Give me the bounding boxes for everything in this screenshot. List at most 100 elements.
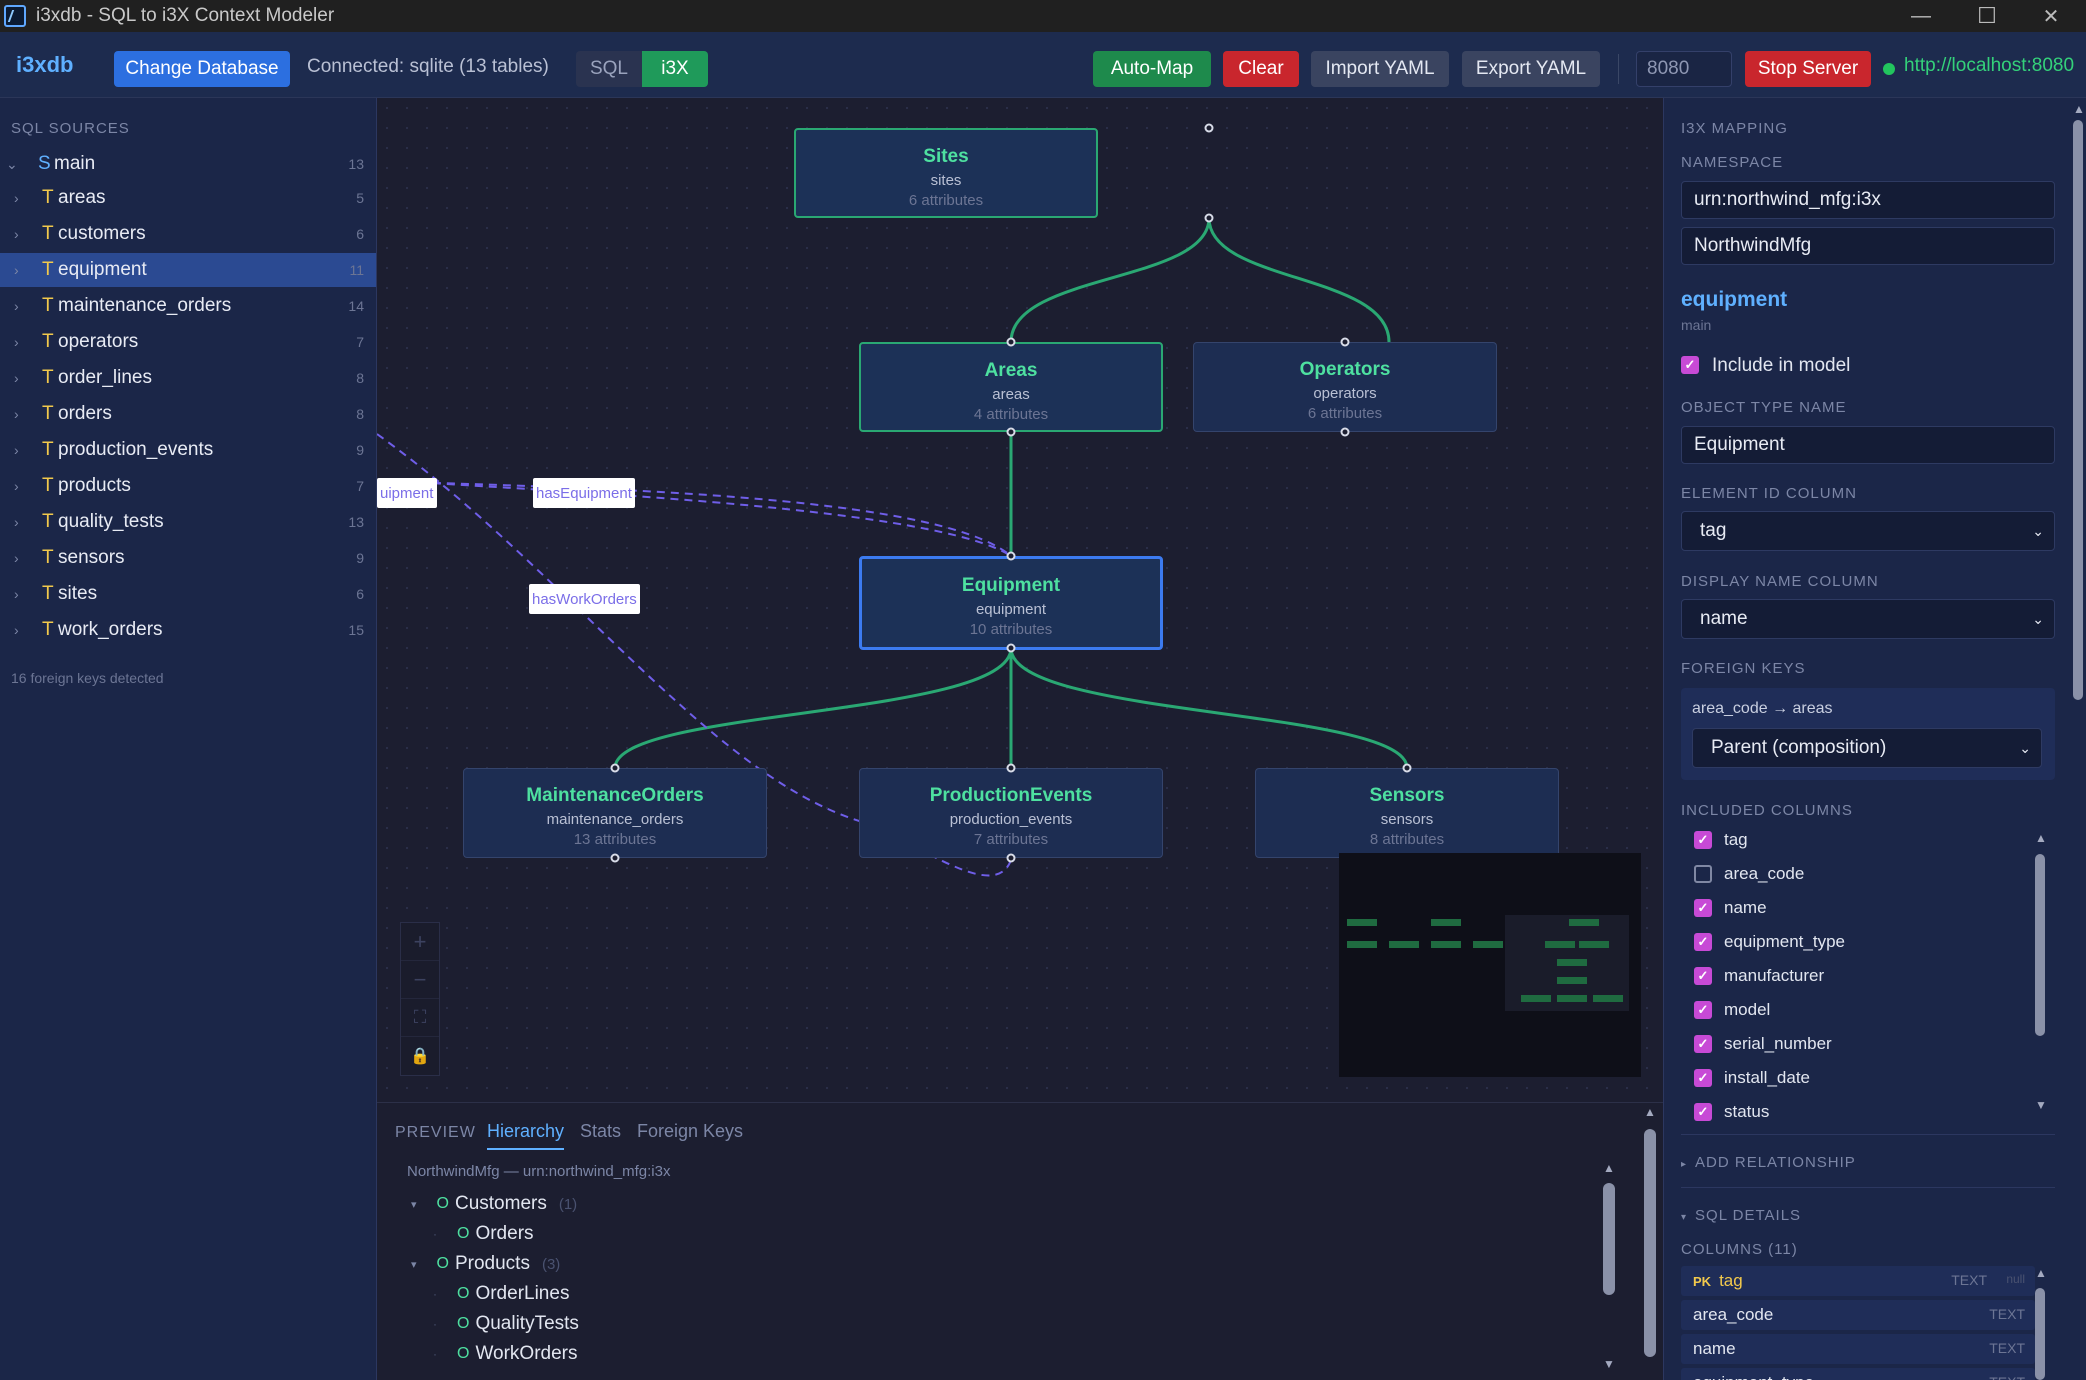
node-handle[interactable] bbox=[1006, 853, 1016, 863]
fit-view-icon[interactable]: ⛶ bbox=[401, 999, 439, 1037]
namespace-name-input[interactable]: NorthwindMfg bbox=[1681, 227, 2055, 265]
object-type-input[interactable]: Equipment bbox=[1681, 426, 2055, 464]
column-checkbox-serial_number[interactable]: ✓ bbox=[1694, 1035, 1712, 1053]
column-row[interactable]: equipment_type TEXT bbox=[1681, 1368, 2035, 1380]
chevron-right-icon[interactable]: › bbox=[14, 478, 19, 494]
edge-label-has-equipment[interactable]: hasEquipment bbox=[533, 478, 635, 508]
chevron-right-icon[interactable]: › bbox=[14, 226, 19, 242]
node-handle[interactable] bbox=[610, 763, 620, 773]
scroll-up-icon[interactable]: ▲ bbox=[2073, 102, 2085, 116]
node-production-events[interactable]: ProductionEvents production_events 7 att… bbox=[859, 768, 1163, 858]
display-name-select[interactable]: name ⌄ bbox=[1681, 599, 2055, 639]
scroll-down-icon[interactable]: ▼ bbox=[2035, 1098, 2047, 1112]
node-handle[interactable] bbox=[1340, 427, 1350, 437]
model-canvas[interactable]: Sites sites 6 attributes Areas areas 4 a… bbox=[377, 98, 1663, 1102]
column-checkbox-status[interactable]: ✓ bbox=[1694, 1103, 1712, 1121]
column-row[interactable]: name TEXT bbox=[1681, 1334, 2035, 1364]
schema-row-main[interactable]: ⌄ S main 13 bbox=[0, 147, 376, 181]
column-row[interactable]: area_code TEXT bbox=[1681, 1300, 2035, 1330]
chevron-right-icon[interactable]: › bbox=[14, 298, 19, 314]
edge-label-has-work-orders[interactable]: hasWorkOrders bbox=[529, 584, 640, 614]
change-database-button[interactable]: Change Database bbox=[114, 51, 290, 87]
node-handle[interactable] bbox=[1006, 551, 1016, 561]
chevron-right-icon[interactable]: › bbox=[14, 334, 19, 350]
chevron-down-icon[interactable]: ⌄ bbox=[6, 155, 18, 172]
clear-button[interactable]: Clear bbox=[1223, 51, 1299, 87]
add-relationship-toggle[interactable]: ▸ADD RELATIONSHIP bbox=[1681, 1154, 1856, 1171]
columns-scrollbar[interactable] bbox=[2035, 1288, 2045, 1380]
node-handle[interactable] bbox=[1006, 427, 1016, 437]
scroll-up-icon[interactable]: ▲ bbox=[2035, 831, 2047, 845]
sql-details-toggle[interactable]: ▾SQL DETAILS bbox=[1681, 1207, 1801, 1224]
chevron-right-icon[interactable]: › bbox=[14, 370, 19, 386]
tree-item-products[interactable]: ▾ O Products (3) bbox=[411, 1253, 560, 1275]
chevron-right-icon[interactable]: › bbox=[14, 586, 19, 602]
node-handle[interactable] bbox=[1204, 123, 1214, 133]
edge-label-has-equipment-clipped[interactable]: uipment bbox=[377, 478, 437, 508]
chevron-right-icon[interactable]: › bbox=[14, 550, 19, 566]
caret-down-icon[interactable]: ▾ bbox=[411, 1198, 417, 1211]
stop-server-button[interactable]: Stop Server bbox=[1745, 51, 1871, 87]
tab-hierarchy[interactable]: Hierarchy bbox=[487, 1121, 565, 1150]
tab-foreign-keys[interactable]: Foreign Keys bbox=[637, 1121, 744, 1141]
node-sites[interactable]: Sites sites 6 attributes bbox=[794, 128, 1098, 218]
mapping-panel-scrollbar[interactable] bbox=[2073, 120, 2083, 700]
auto-map-button[interactable]: Auto-Map bbox=[1093, 51, 1211, 87]
chevron-right-icon[interactable]: › bbox=[14, 262, 19, 278]
port-input[interactable]: 8080 bbox=[1636, 51, 1732, 87]
maximize-button[interactable]: ☐ bbox=[1977, 3, 1997, 28]
import-yaml-button[interactable]: Import YAML bbox=[1311, 51, 1449, 87]
node-areas[interactable]: Areas areas 4 attributes bbox=[859, 342, 1163, 432]
scroll-up-icon[interactable]: ▲ bbox=[2035, 1266, 2047, 1280]
node-handle[interactable] bbox=[1006, 643, 1016, 653]
chevron-right-icon[interactable]: › bbox=[14, 442, 19, 458]
preview-outer-scrollbar[interactable] bbox=[1644, 1129, 1656, 1357]
node-sensors[interactable]: Sensors sensors 8 attributes bbox=[1255, 768, 1559, 858]
mode-sql-tab[interactable]: SQL bbox=[576, 51, 642, 87]
column-checkbox-tag[interactable]: ✓ bbox=[1694, 831, 1712, 849]
chevron-right-icon[interactable]: › bbox=[14, 406, 19, 422]
caret-down-icon[interactable]: ▾ bbox=[411, 1258, 417, 1271]
tree-item-orders[interactable]: · O Orders bbox=[433, 1223, 534, 1245]
tree-item-qualitytests[interactable]: · O QualityTests bbox=[433, 1313, 579, 1335]
node-maintenance-orders[interactable]: MaintenanceOrders maintenance_orders 13 … bbox=[463, 768, 767, 858]
tree-item-workorders[interactable]: · O WorkOrders bbox=[433, 1343, 578, 1365]
column-checkbox-equipment_type[interactable]: ✓ bbox=[1694, 933, 1712, 951]
included-columns-scrollbar[interactable] bbox=[2035, 854, 2045, 1036]
node-handle[interactable] bbox=[1006, 763, 1016, 773]
chevron-right-icon[interactable]: › bbox=[14, 190, 19, 206]
minimap[interactable] bbox=[1339, 853, 1641, 1077]
mode-i3x-tab[interactable]: i3X bbox=[642, 51, 708, 87]
node-equipment[interactable]: Equipment equipment 10 attributes bbox=[859, 556, 1163, 650]
column-checkbox-model[interactable]: ✓ bbox=[1694, 1001, 1712, 1019]
chevron-right-icon[interactable]: › bbox=[14, 622, 19, 638]
zoom-in-icon[interactable]: + bbox=[401, 923, 439, 961]
node-operators[interactable]: Operators operators 6 attributes bbox=[1193, 342, 1497, 432]
column-checkbox-install_date[interactable]: ✓ bbox=[1694, 1069, 1712, 1087]
scroll-up-icon[interactable]: ▲ bbox=[1603, 1161, 1615, 1175]
node-handle[interactable] bbox=[610, 853, 620, 863]
column-checkbox-area_code[interactable] bbox=[1694, 865, 1712, 883]
column-checkbox-name[interactable]: ✓ bbox=[1694, 899, 1712, 917]
namespace-uri-input[interactable]: urn:northwind_mfg:i3x bbox=[1681, 181, 2055, 219]
include-in-model-checkbox[interactable]: ✓ bbox=[1681, 356, 1699, 374]
lock-icon[interactable]: 🔒 bbox=[410, 1048, 430, 1065]
node-handle[interactable] bbox=[1204, 213, 1214, 223]
fk-relation-select[interactable]: Parent (composition) ⌄ bbox=[1692, 728, 2042, 768]
minimize-button[interactable]: — bbox=[1911, 4, 1931, 27]
tab-stats[interactable]: Stats bbox=[580, 1121, 622, 1141]
export-yaml-button[interactable]: Export YAML bbox=[1462, 51, 1600, 87]
node-handle[interactable] bbox=[1402, 763, 1412, 773]
